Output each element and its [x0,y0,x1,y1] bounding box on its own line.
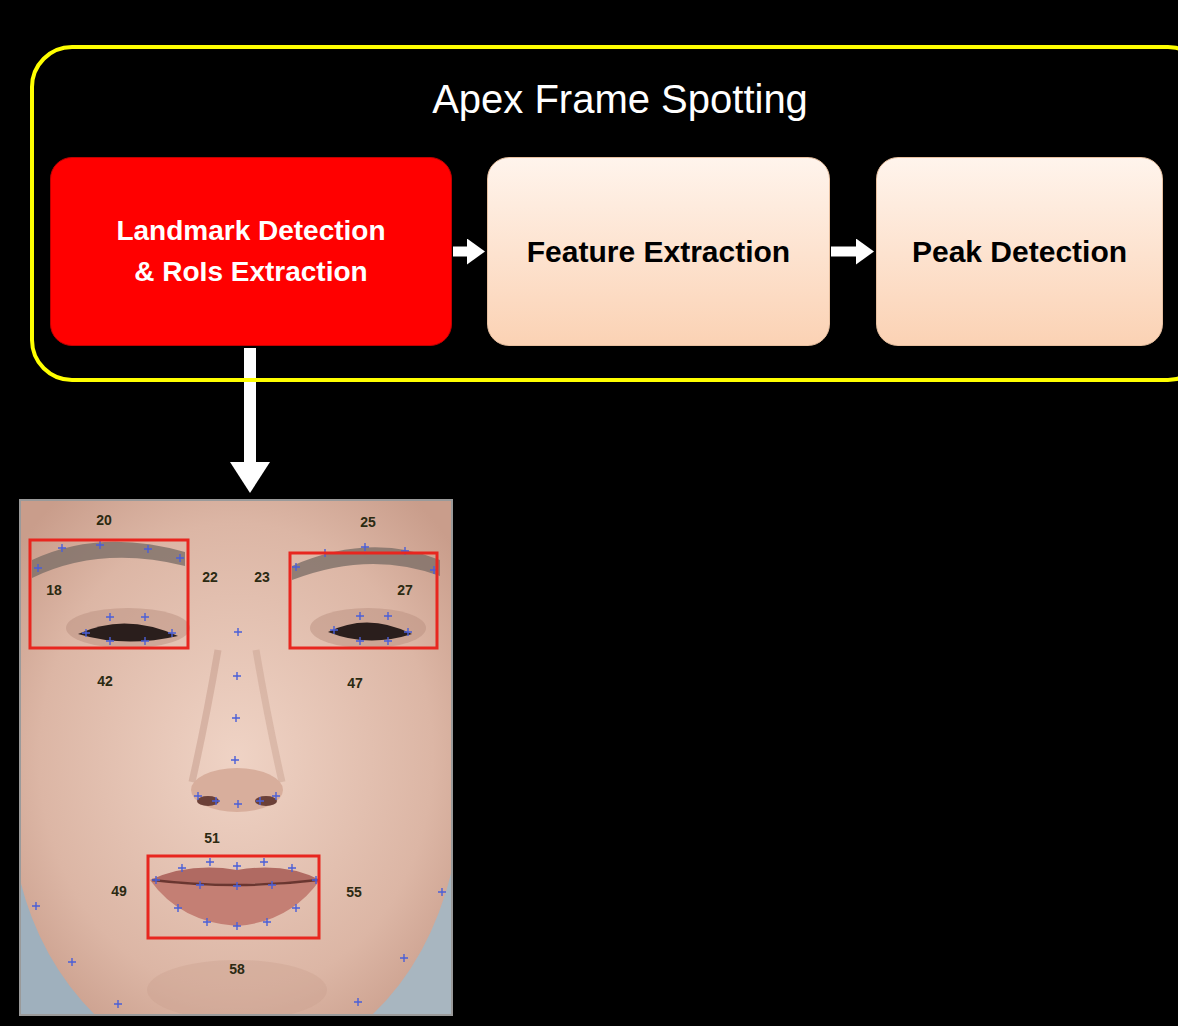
down-arrow-head [230,462,270,493]
landmark-number: 23 [254,570,270,584]
eyelid-shade [66,608,190,648]
apex-spotting-frame: Apex Frame SpottingLandmark Detection & … [30,45,1178,382]
landmark-number: 27 [397,583,413,597]
landmark-number: 25 [360,515,376,529]
landmark-number: 18 [46,583,62,597]
diagram-title: Apex Frame Spotting [34,77,1178,122]
landmark-number: 47 [347,676,363,690]
chin-shade [147,960,327,1015]
box-label: Landmark Detection & RoIs Extraction [106,211,396,292]
down-arrow [244,348,256,464]
background-corner [20,880,95,1015]
nose-shade [192,650,218,782]
landmark-number: 58 [229,962,245,976]
process-box: Peak Detection [876,157,1163,346]
landmark-number: 55 [346,885,362,899]
box-label: Peak Detection [912,232,1127,271]
box-label: Feature Extraction [527,232,790,271]
face-photo [20,500,452,1015]
skin [20,500,452,1015]
landmark-markers [32,541,446,1008]
roi-box [30,540,188,648]
landmark-number: 22 [202,570,218,584]
nose-shade [256,650,282,782]
landmark-number: 51 [204,831,220,845]
landmark-number: 20 [96,513,112,527]
landmark-number: 42 [97,674,113,688]
flow-arrow [831,247,856,257]
process-box: Feature Extraction [487,157,830,346]
landmark-number: 49 [111,884,127,898]
eye [328,622,412,640]
flow-arrow [453,247,467,257]
lower-lip [150,880,320,926]
nose-tip [191,768,283,812]
upper-lip [150,868,320,884]
photo-frame [20,500,452,1015]
eye [78,623,178,641]
roi-box [148,856,319,938]
roi-box [290,553,437,648]
mouth-line [152,880,318,885]
eyebrow [32,542,185,578]
process-box: Landmark Detection & RoIs Extraction [50,157,452,346]
